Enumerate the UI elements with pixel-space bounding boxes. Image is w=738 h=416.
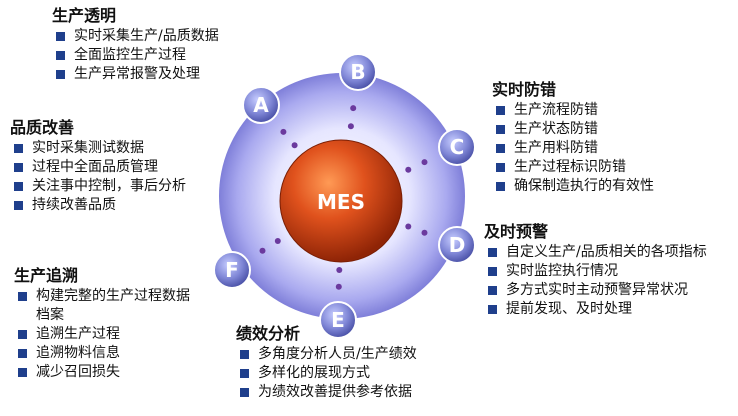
node-letter-a: A bbox=[253, 93, 269, 117]
section-performance: 绩效分析 多角度分析人员/生产绩效 多样化的展现方式 为绩效改善提供参考依据 bbox=[236, 324, 417, 402]
section-trace: 生产追溯 构建完整的生产过程数据档案 追溯生产过程 追溯物料信息 减少召回损失 bbox=[14, 266, 194, 382]
list-item: 实时采集生产/品质数据 bbox=[52, 27, 219, 46]
list-item: 多角度分析人员/生产绩效 bbox=[236, 345, 417, 364]
node-circle-c bbox=[438, 128, 476, 166]
list-item: 确保制造执行的有效性 bbox=[492, 177, 654, 196]
connector-dot bbox=[405, 223, 412, 230]
connector-dot bbox=[421, 229, 428, 236]
mes-core-circle bbox=[279, 139, 403, 263]
node-circle-b bbox=[339, 53, 377, 91]
section-title: 生产追溯 bbox=[14, 266, 79, 285]
letter-nodes: A B C D E F bbox=[213, 53, 476, 339]
item-list: 实时采集生产/品质数据 全面监控生产过程 生产异常报警及处理 bbox=[52, 27, 219, 84]
section-transparency: 生产透明 实时采集生产/品质数据 全面监控生产过程 生产异常报警及处理 bbox=[52, 6, 219, 84]
list-item: 生产状态防错 bbox=[492, 120, 654, 139]
list-item: 生产过程标识防错 bbox=[492, 158, 654, 177]
node-circle-d bbox=[438, 226, 476, 264]
item-list: 实时采集测试数据 过程中全面品质管理 关注事中控制，事后分析 持续改善品质 bbox=[10, 139, 210, 215]
mes-core-label: MES bbox=[317, 190, 365, 214]
list-item: 多样化的展现方式 bbox=[236, 364, 417, 383]
list-item: 实时采集测试数据 bbox=[10, 139, 210, 158]
node-letter-c: C bbox=[450, 135, 465, 159]
connector-dot bbox=[274, 238, 281, 244]
list-item: 减少召回损失 bbox=[14, 363, 194, 382]
node-circle-a bbox=[242, 86, 280, 124]
section-title: 生产透明 bbox=[52, 6, 117, 25]
connector-dot bbox=[421, 159, 428, 166]
node-letter-d: D bbox=[449, 233, 466, 257]
node-letter-e: E bbox=[331, 308, 345, 332]
list-item: 关注事中控制，事后分析 bbox=[10, 177, 210, 196]
list-item: 生产异常报警及处理 bbox=[52, 65, 219, 84]
connector-dot bbox=[347, 123, 354, 130]
node-circle-f bbox=[213, 251, 251, 289]
connector-dot bbox=[405, 166, 412, 173]
list-item: 全面监控生产过程 bbox=[52, 46, 219, 65]
list-item: 过程中全面品质管理 bbox=[10, 158, 210, 177]
section-title: 及时预警 bbox=[484, 222, 549, 241]
node-letter-f: F bbox=[225, 258, 239, 282]
connector-dot bbox=[335, 283, 342, 290]
item-list: 多角度分析人员/生产绩效 多样化的展现方式 为绩效改善提供参考依据 bbox=[236, 345, 417, 402]
connector-dot bbox=[259, 247, 266, 254]
section-quality: 品质改善 实时采集测试数据 过程中全面品质管理 关注事中控制，事后分析 持续改善… bbox=[10, 118, 210, 215]
section-title: 绩效分析 bbox=[236, 324, 301, 343]
list-item: 构建完整的生产过程数据档案 bbox=[14, 287, 194, 325]
section-warning: 及时预警 自定义生产/品质相关的各项指标 实时监控执行情况 多方式实时主动预警异… bbox=[484, 222, 734, 319]
connector-dots bbox=[259, 105, 428, 290]
section-title: 实时防错 bbox=[492, 80, 557, 99]
list-item: 生产用料防错 bbox=[492, 139, 654, 158]
list-item: 追溯生产过程 bbox=[14, 325, 194, 344]
node-circle-e bbox=[319, 301, 357, 339]
list-item: 自定义生产/品质相关的各项指标 bbox=[484, 243, 734, 262]
item-list: 自定义生产/品质相关的各项指标 实时监控执行情况 多方式实时主动预警异常状况 提… bbox=[484, 243, 734, 319]
section-errorproof: 实时防错 生产流程防错 生产状态防错 生产用料防错 生产过程标识防错 确保制造执… bbox=[492, 80, 654, 196]
list-item: 追溯物料信息 bbox=[14, 344, 194, 363]
connector-dot bbox=[291, 142, 298, 149]
list-item: 为绩效改善提供参考依据 bbox=[236, 383, 417, 402]
connector-dot bbox=[350, 105, 357, 112]
connector-dot bbox=[280, 128, 287, 135]
item-list: 构建完整的生产过程数据档案 追溯生产过程 追溯物料信息 减少召回损失 bbox=[14, 287, 194, 382]
list-item: 多方式实时主动预警异常状况 bbox=[484, 281, 734, 300]
list-item: 提前发现、及时处理 bbox=[484, 300, 734, 319]
list-item: 生产流程防错 bbox=[492, 101, 654, 120]
connector-dot bbox=[336, 267, 343, 273]
item-list: 生产流程防错 生产状态防错 生产用料防错 生产过程标识防错 确保制造执行的有效性 bbox=[492, 101, 654, 196]
node-letter-b: B bbox=[350, 60, 365, 84]
list-item: 实时监控执行情况 bbox=[484, 262, 734, 281]
list-item: 持续改善品质 bbox=[10, 196, 210, 215]
section-title: 品质改善 bbox=[10, 118, 75, 137]
